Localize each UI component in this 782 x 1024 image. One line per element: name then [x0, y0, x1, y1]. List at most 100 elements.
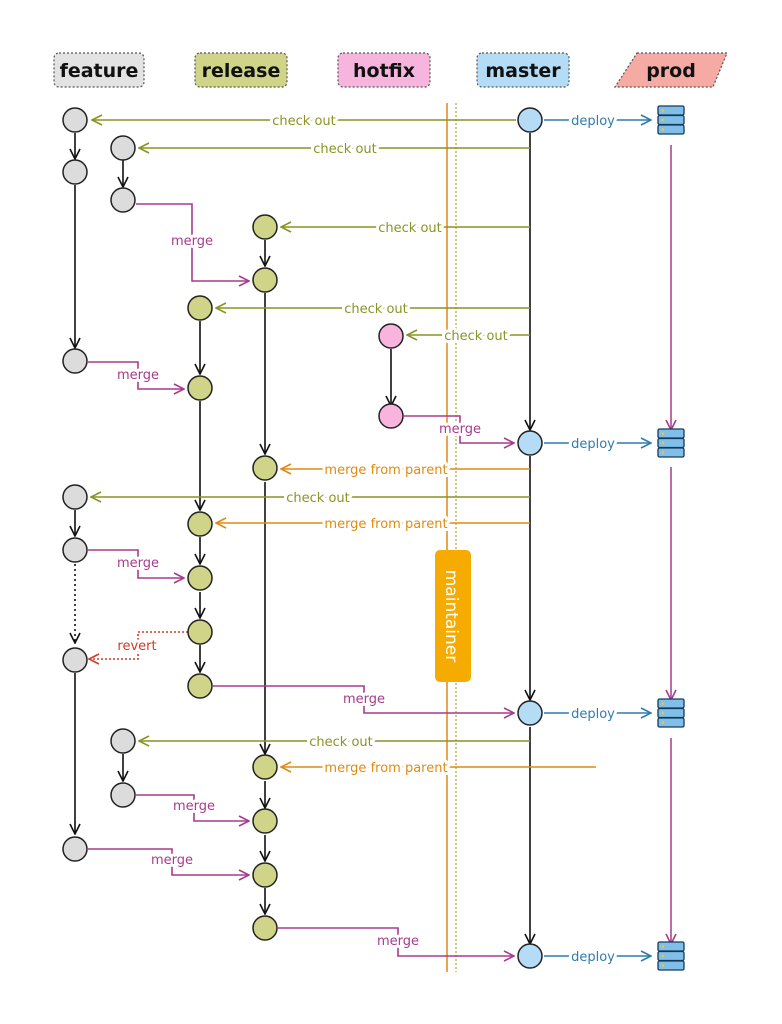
server-stack-icon	[657, 698, 685, 728]
connectors	[75, 103, 671, 972]
merge-label-2-halo: merge	[117, 368, 159, 383]
merge-label-7: merge	[151, 853, 193, 868]
merge-label-6-halo: merge	[173, 799, 215, 814]
checkout-label-6-halo: check out	[286, 491, 349, 506]
merge-arrow-2	[88, 361, 184, 389]
lane-header-release: release	[194, 52, 288, 88]
lane-header-label: release	[202, 60, 281, 82]
lane-header-box	[613, 52, 728, 88]
server-led	[661, 702, 665, 705]
release-commit	[187, 511, 213, 537]
checkout-label-3: check out	[378, 221, 441, 236]
checkout-label-7-halo: check out	[309, 735, 372, 750]
merge-label-1: merge	[171, 234, 213, 249]
checkout-label-5-halo: check out	[444, 329, 507, 344]
merge-arrow-6	[136, 794, 249, 821]
release-commit	[252, 808, 278, 834]
checkout-label-4-halo: check out	[344, 302, 407, 317]
deploy-label-3: deploy	[571, 707, 615, 722]
merge-label-3: merge	[439, 422, 481, 437]
feature-commit	[62, 348, 88, 374]
server-unit	[657, 960, 685, 971]
merge-label-1-halo: merge	[171, 234, 213, 249]
deploy-label-4-halo: deploy	[571, 950, 615, 965]
release-commit	[252, 267, 278, 293]
release-commit	[252, 214, 278, 240]
maintainer-label: maintainer	[441, 570, 461, 663]
master-commit	[517, 430, 543, 456]
revert-label: revert	[117, 639, 156, 654]
merge-label-8-halo: merge	[377, 934, 419, 949]
deploy-label-1: deploy	[571, 114, 615, 129]
release-commit	[187, 673, 213, 699]
deploy-label-2: deploy	[571, 437, 615, 452]
release-commit	[187, 565, 213, 591]
checkout-label-2-halo: check out	[313, 142, 376, 157]
lane-header-box	[337, 52, 431, 88]
revert-arrow	[89, 631, 188, 659]
release-commit	[252, 915, 278, 941]
server-unit	[657, 717, 685, 728]
parent-label-2: merge from parent	[324, 517, 447, 532]
feature-commit	[110, 187, 136, 213]
feature-commit	[62, 484, 88, 510]
revert-label-halo: revert	[117, 639, 156, 654]
server-unit	[657, 447, 685, 458]
feature-commit	[62, 537, 88, 563]
feature-commit	[62, 159, 88, 185]
lane-header-box	[194, 52, 288, 88]
merge-arrow-7	[88, 848, 249, 875]
deploy-label-4: deploy	[571, 950, 615, 965]
connector-labels: check out check out check out check out chec…	[114, 111, 618, 968]
lane-header-box	[53, 52, 145, 88]
lane-header-label: feature	[60, 60, 139, 82]
checkout-label-4: check out	[344, 302, 407, 317]
server-stack-icon	[657, 428, 685, 458]
checkout-label-6: check out	[286, 491, 349, 506]
server-stack-icon	[657, 105, 685, 135]
server-led	[661, 441, 665, 445]
server-led	[661, 118, 665, 122]
server-led	[661, 109, 665, 112]
merge-label-6: merge	[173, 799, 215, 814]
server-led	[661, 432, 665, 435]
commit-nodes	[62, 105, 685, 971]
merge-label-7-halo: merge	[151, 853, 193, 868]
lane-header-box	[476, 52, 570, 88]
hotfix-commit	[378, 403, 404, 429]
release-commit	[187, 375, 213, 401]
merge-label-3-halo: merge	[439, 422, 481, 437]
parent-label-3-halo: merge from parent	[324, 761, 447, 776]
master-commit	[517, 107, 543, 133]
hotfix-commit	[378, 323, 404, 349]
master-commit	[517, 943, 543, 969]
server-led	[661, 721, 665, 724]
merge-label-4-halo: merge	[117, 556, 159, 571]
release-commit	[252, 455, 278, 481]
merge-label-2: merge	[117, 368, 159, 383]
maintainer-box	[435, 550, 471, 682]
server-led	[661, 711, 665, 715]
feature-commit	[110, 135, 136, 161]
parent-label-3: merge from parent	[324, 761, 447, 776]
release-commit	[252, 754, 278, 780]
lane-header-hotfix: hotfix	[337, 52, 431, 88]
lane-header-feature: feature	[53, 52, 145, 88]
server-led	[661, 451, 665, 454]
server-led	[661, 964, 665, 967]
checkout-label-5: check out	[444, 329, 507, 344]
merge-arrow-1	[136, 203, 249, 281]
release-commit	[187, 619, 213, 645]
parent-label-2-halo: merge from parent	[324, 517, 447, 532]
parent-label-1-halo: merge from parent	[324, 463, 447, 478]
feature-commit	[110, 728, 136, 754]
feature-commit	[62, 836, 88, 862]
parent-label-1: merge from parent	[324, 463, 447, 478]
feature-commit	[62, 647, 88, 673]
merge-label-8: merge	[377, 934, 419, 949]
merge-arrow-3	[404, 415, 514, 443]
lane-header-prod: prod	[613, 52, 728, 88]
server-unit	[657, 124, 685, 135]
